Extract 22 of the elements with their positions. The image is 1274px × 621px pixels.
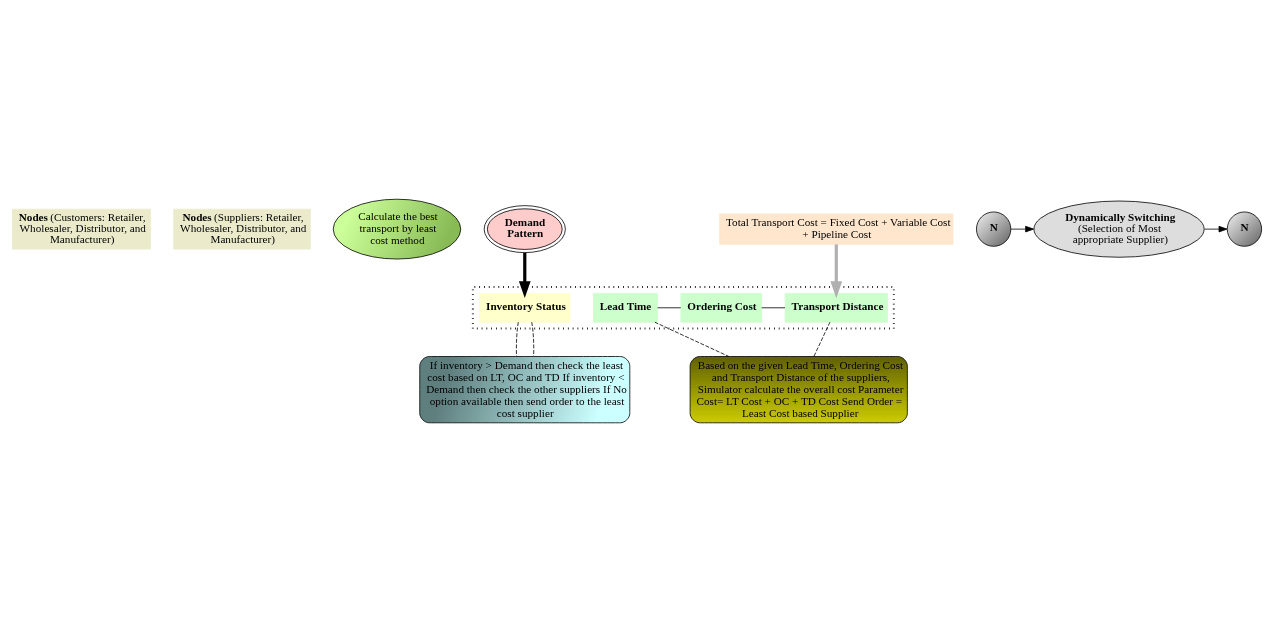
node-box: Based on the given Lead Time, Ordering Cost and Transport Distance of the suppliers, Simulator calculate the overall cost Parameter Cost= LT Cost + OC + TD Cost Send Order = Least Cost based Supplier xyxy=(689,355,908,423)
arrow xyxy=(830,243,843,298)
node-box: Lead Time xyxy=(593,292,658,323)
arrow xyxy=(518,252,531,298)
node-circle: N xyxy=(1226,211,1262,247)
node-box: Total Transport Cost = Fixed Cost + Variable Cost + Pipeline Cost xyxy=(719,213,954,245)
cluster xyxy=(471,285,895,330)
connector xyxy=(516,321,519,357)
node-box: Inventory Status xyxy=(479,292,571,323)
node-box: Nodes (Suppliers: Retailer, Wholesaler, Distributor, and Manufacturer) xyxy=(173,208,311,249)
node-box: If inventory > Demand then check the least cost based on LT, OC and TD If inventory < Demand then check the other suppliers If No option available then send order to the least cost supplier xyxy=(419,355,631,423)
node-box: Transport Distance xyxy=(784,292,888,323)
arrow xyxy=(1010,225,1034,232)
connector xyxy=(531,321,535,357)
connector xyxy=(654,321,730,357)
node-box: Nodes (Customers: Retailer, Wholesaler, Distributor, and Manufacturer) xyxy=(12,208,151,249)
node-ellipse: Dynamically Switching (Selection of Most appropriate Supplier) xyxy=(1033,200,1205,258)
node-ellipse: Calculate the best transport by least cost method xyxy=(332,198,462,259)
node-box: Ordering Cost xyxy=(680,292,762,323)
node-circle: N xyxy=(976,211,1012,247)
arrow xyxy=(1204,225,1228,232)
connector xyxy=(813,321,831,357)
